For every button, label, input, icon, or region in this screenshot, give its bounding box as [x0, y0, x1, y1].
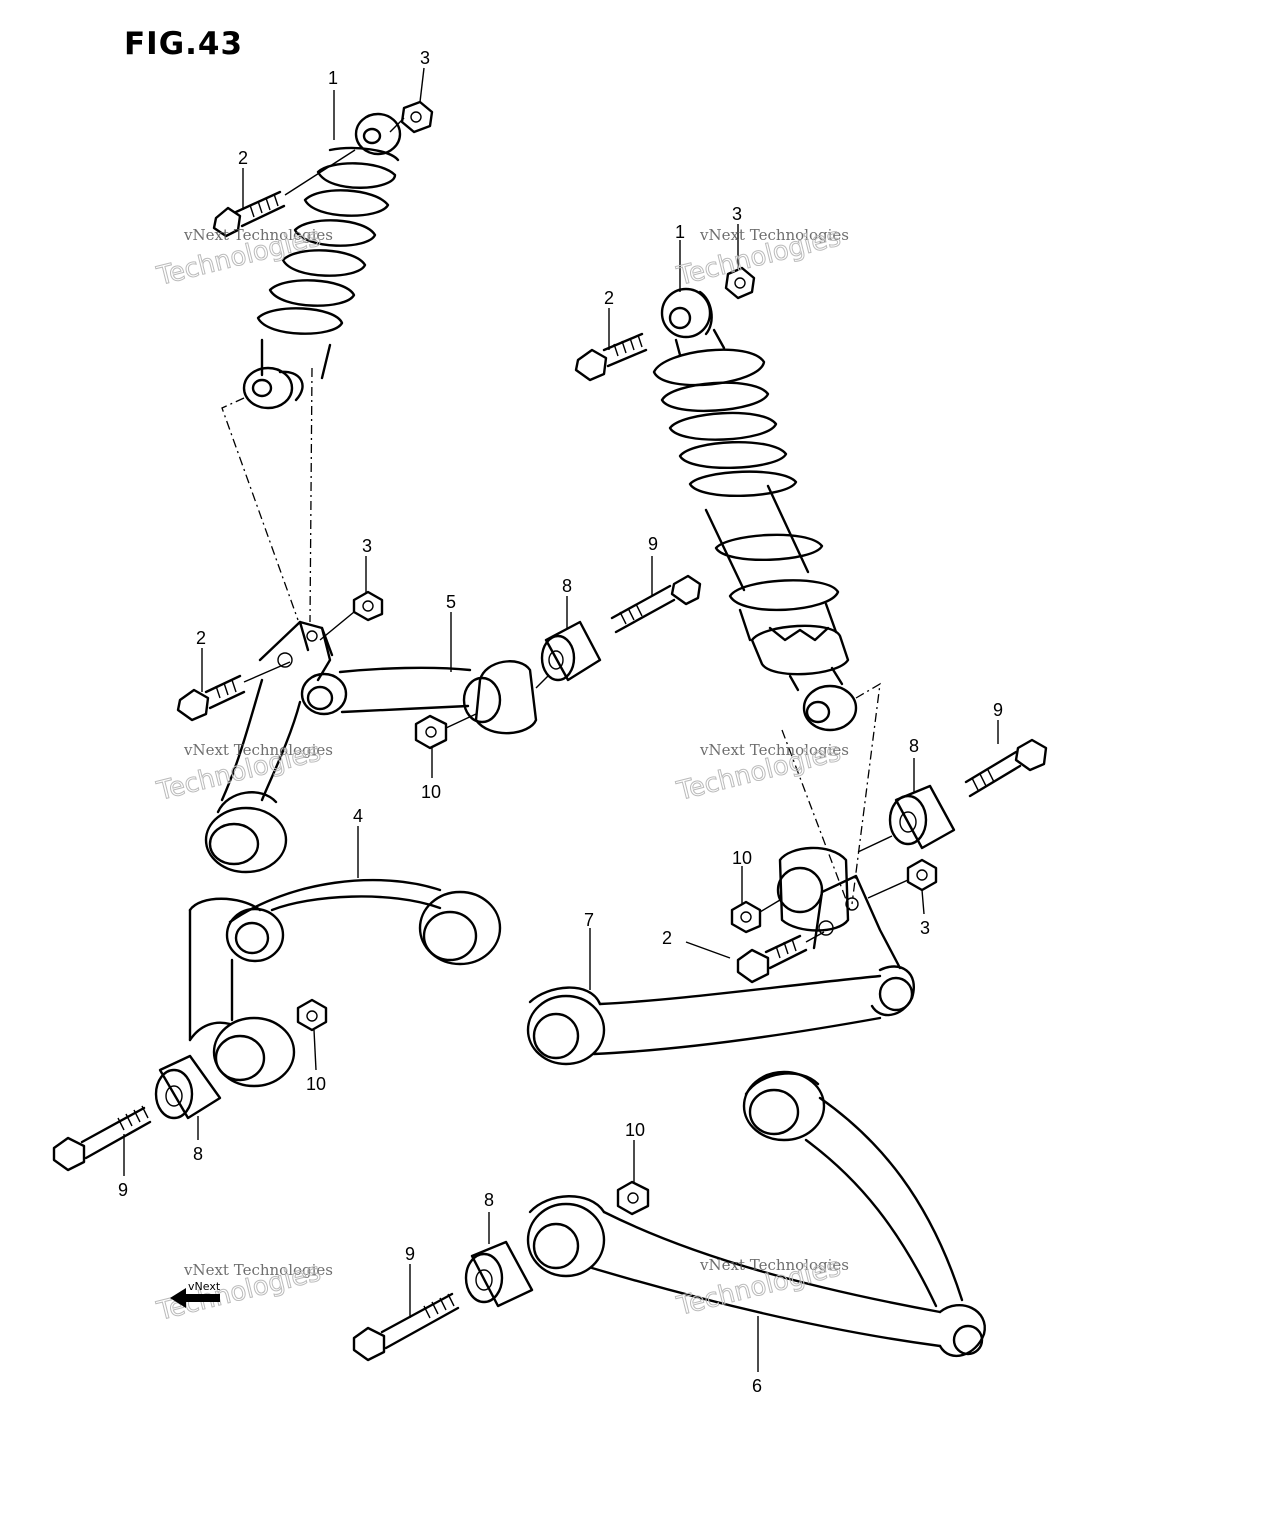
- callout-7: 7: [584, 910, 594, 930]
- right-shock-absorber: [652, 287, 858, 732]
- callout-labels: 1 3 2 1 3 2 3 5 8 9 2 10 4 9 8 10 3 7 2 …: [118, 48, 1003, 1396]
- callout-8: 8: [562, 576, 572, 596]
- left-upper-arm: [204, 620, 538, 874]
- callout-2: 2: [238, 148, 248, 168]
- callout-1: 1: [675, 222, 685, 242]
- bottom-lower-arm: [526, 1070, 986, 1357]
- callout-2: 2: [196, 628, 206, 648]
- left-lower-arm-nut-10: [296, 998, 328, 1032]
- left-lower-arm-bushing-8: [154, 1054, 222, 1120]
- watermark-text: vNext Technologies: [183, 741, 333, 759]
- right-upper-arm-nut-3: [906, 858, 938, 892]
- callout-8: 8: [193, 1144, 203, 1164]
- callout-3: 3: [362, 536, 372, 556]
- watermark-text: vNext Technologies: [699, 1256, 849, 1274]
- bottom-arm-bushing-8: [464, 1240, 534, 1308]
- callout-2: 2: [662, 928, 672, 948]
- leader-lines: [123, 67, 999, 1372]
- figure-title: FIG.43: [124, 26, 244, 62]
- callout-8: 8: [909, 736, 919, 756]
- callout-2: 2: [604, 288, 614, 308]
- right-shock-top-bolt: [574, 332, 648, 382]
- left-upper-arm-bolt-9: [610, 574, 702, 634]
- left-lower-arm-bolt-9: [52, 1105, 152, 1172]
- right-upper-arm-bolt-9: [964, 738, 1048, 798]
- bottom-arm-bolt-9: [352, 1292, 460, 1362]
- watermark-text: vNext Technologies: [699, 226, 849, 244]
- callout-5: 5: [446, 592, 456, 612]
- callout-10: 10: [732, 848, 752, 868]
- right-upper-arm-nut-10: [730, 900, 762, 934]
- callout-9: 9: [118, 1180, 128, 1200]
- right-shock-top-nut: [724, 266, 756, 300]
- callout-9: 9: [648, 534, 658, 554]
- right-upper-arm-bushing-8: [888, 784, 956, 850]
- left-shock-absorber: [242, 112, 402, 410]
- right-upper-arm: [526, 846, 915, 1066]
- callout-10: 10: [625, 1120, 645, 1140]
- callout-10: 10: [421, 782, 441, 802]
- front-direction-arrow: vNext: [170, 1280, 221, 1308]
- left-upper-arm-nut-3: [352, 590, 384, 622]
- left-lower-arm: [188, 878, 502, 1088]
- left-shock-top-nut: [400, 100, 434, 134]
- callout-8: 8: [484, 1190, 494, 1210]
- callout-1: 1: [328, 68, 338, 88]
- callout-3: 3: [732, 204, 742, 224]
- left-upper-arm-bushing-8: [540, 620, 602, 682]
- callout-4: 4: [353, 806, 363, 826]
- watermarks: vNext Technologies Technologies vNext Te…: [153, 222, 849, 1328]
- callout-3: 3: [420, 48, 430, 68]
- watermark-text: vNext Technologies: [699, 741, 849, 759]
- left-upper-arm-nut-10: [414, 714, 448, 750]
- right-upper-arm-bolt-2: [736, 934, 808, 984]
- watermark-text: vNext Technologies: [183, 226, 333, 244]
- callout-10: 10: [306, 1074, 326, 1094]
- left-upper-arm-bolt-2: [176, 674, 246, 722]
- direction-label: vNext: [188, 1280, 221, 1293]
- callout-6: 6: [752, 1376, 762, 1396]
- watermark-text: vNext Technologies: [183, 1261, 333, 1279]
- callout-9: 9: [993, 700, 1003, 720]
- callout-9: 9: [405, 1244, 415, 1264]
- callout-3: 3: [920, 918, 930, 938]
- bottom-arm-nut-10: [616, 1180, 650, 1216]
